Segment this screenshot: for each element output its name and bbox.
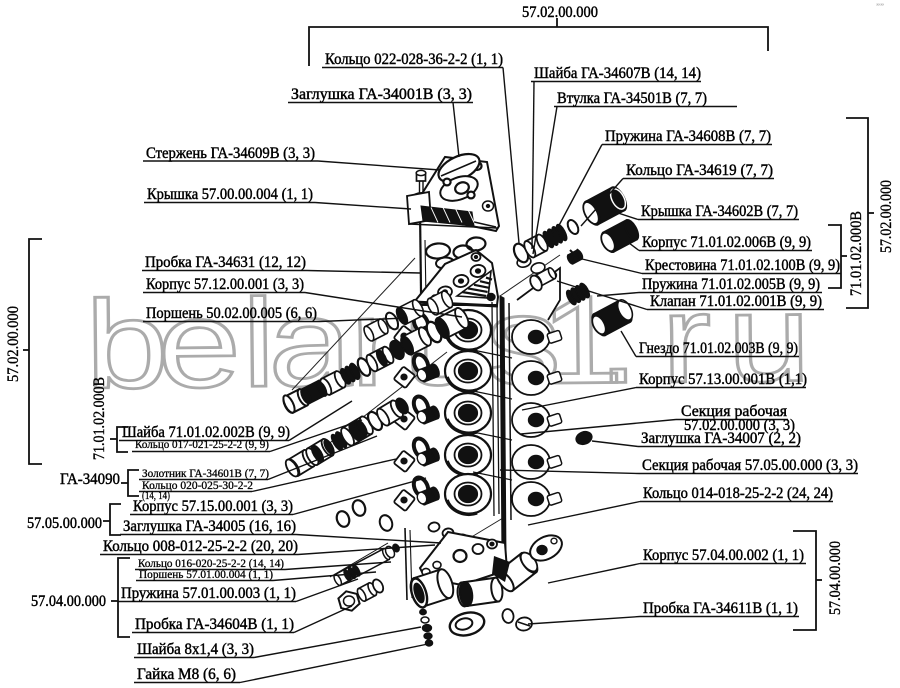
svg-text:Пружина ГА-34608В (7, 7): Пружина ГА-34608В (7, 7)	[605, 128, 771, 145]
svg-text:71.01.02.000В: 71.01.02.000В	[848, 211, 865, 296]
svg-text:Гнездо 71.01.02.003В (9, 9): Гнездо 71.01.02.003В (9, 9)	[639, 340, 798, 357]
svg-text:57.02.00.000: 57.02.00.000	[878, 180, 895, 253]
svg-text:Кольцо 020-025-30-2-2: Кольцо 020-025-30-2-2	[142, 480, 253, 492]
svg-text:Заглушка ГА-34001В (3, 3): Заглушка ГА-34001В (3, 3)	[291, 86, 472, 103]
svg-text:Корпус 57.04.00.002 (1, 1): Корпус 57.04.00.002 (1, 1)	[643, 547, 804, 564]
svg-text:Пробка ГА-34604В (1, 1): Пробка ГА-34604В (1, 1)	[135, 616, 294, 633]
svg-text:Заглушка ГА-34007 (2, 2): Заглушка ГА-34007 (2, 2)	[641, 430, 801, 447]
svg-text:Кольцо 017-021-25-2-2 (9, 9): Кольцо 017-021-25-2-2 (9, 9)	[135, 439, 269, 451]
svg-text:Золотник ГА-34601В (7, 7): Золотник ГА-34601В (7, 7)	[142, 468, 269, 480]
svg-text:57.04.00.000: 57.04.00.000	[827, 541, 844, 615]
svg-text:Кольцо 014-018-25-2-2 (24, 24): Кольцо 014-018-25-2-2 (24, 24)	[643, 485, 833, 502]
svg-text:Крестовина 71.01.02.100В (9, 9: Крестовина 71.01.02.100В (9, 9)	[645, 257, 840, 274]
svg-text:Крышка 57.00.00.004 (1, 1): Крышка 57.00.00.004 (1, 1)	[147, 186, 313, 203]
svg-text:Клапан 71.01.02.001В (9, 9): Клапан 71.01.02.001В (9, 9)	[650, 293, 822, 310]
svg-text:Шайба 71.01.02.002В (9, 9): Шайба 71.01.02.002В (9, 9)	[122, 424, 290, 441]
svg-text:Стержень ГА-34609В (3, 3): Стержень ГА-34609В (3, 3)	[146, 145, 315, 162]
svg-text:Поршень 57.01.00.004 (1, 1): Поршень 57.01.00.004 (1, 1)	[139, 569, 273, 581]
svg-text:Кольцо 016-020-25-2-2 (14, 14): Кольцо 016-020-25-2-2 (14, 14)	[138, 558, 284, 570]
svg-text:Заглушка ГА-34005 (16, 16): Заглушка ГА-34005 (16, 16)	[123, 518, 296, 535]
svg-text:57.02.00.000: 57.02.00.000	[522, 4, 598, 21]
svg-text:Секция рабочая 57.05.00.000 (3: Секция рабочая 57.05.00.000 (3, 3)	[642, 457, 858, 474]
svg-text:57.05.00.000: 57.05.00.000	[27, 515, 102, 532]
svg-text:57.02.00.000: 57.02.00.000	[5, 306, 22, 382]
svg-text:Пробка ГА-34611В (1, 1): Пробка ГА-34611В (1, 1)	[643, 600, 798, 617]
svg-text:Корпус 71.01.02.006В (9, 9): Корпус 71.01.02.006В (9, 9)	[642, 234, 811, 251]
svg-text:Шайба 8х1,4 (3, 3): Шайба 8х1,4 (3, 3)	[137, 641, 254, 658]
svg-text:Кольцо ГА-34619 (7, 7): Кольцо ГА-34619 (7, 7)	[626, 162, 773, 179]
svg-text:Секция рабочая: Секция рабочая	[681, 403, 787, 420]
svg-text:57.02.00.000 (3, 3): 57.02.00.000 (3, 3)	[684, 417, 795, 434]
svg-text:Корпус 57.12.00.001 (3, 3): Корпус 57.12.00.001 (3, 3)	[146, 276, 304, 293]
svg-text:Кольцо 008-012-25-2-2 (20, 20): Кольцо 008-012-25-2-2 (20, 20)	[103, 538, 298, 555]
svg-text:Пружина 57.01.00.003 (1, 1): Пружина 57.01.00.003 (1, 1)	[121, 585, 296, 602]
svg-text:(14, 14): (14, 14)	[142, 490, 170, 502]
svg-text:Пробка ГА-34631 (12, 12): Пробка ГА-34631 (12, 12)	[145, 254, 306, 271]
svg-text:Крышка ГА-34602В (7, 7): Крышка ГА-34602В (7, 7)	[641, 203, 798, 220]
svg-text:””: ””	[876, 2, 884, 12]
svg-text:57.04.00.000: 57.04.00.000	[31, 593, 106, 610]
svg-text:Гайка М8 (6, 6): Гайка М8 (6, 6)	[137, 666, 236, 683]
svg-text:71.01.02.000В: 71.01.02.000В	[91, 377, 108, 460]
svg-text:Кольцо 022-028-36-2-2 (1, 1): Кольцо 022-028-36-2-2 (1, 1)	[325, 51, 503, 68]
svg-text:Корпус 57.15.00.001 (3, 3): Корпус 57.15.00.001 (3, 3)	[133, 498, 293, 515]
svg-text:Поршень 50.02.00.005 (6, 6): Поршень 50.02.00.005 (6, 6)	[146, 305, 317, 322]
svg-text:Втулка ГА-34501В (7, 7): Втулка ГА-34501В (7, 7)	[557, 90, 707, 107]
svg-text:Пружина 71.01.02.005В (9, 9): Пружина 71.01.02.005В (9, 9)	[642, 276, 820, 293]
svg-text:Корпус 57.13.00.001В (1,1): Корпус 57.13.00.001В (1,1)	[639, 371, 807, 388]
svg-text:ГА-34090: ГА-34090	[60, 471, 120, 488]
svg-text:Шайба ГА-34607В (14, 14): Шайба ГА-34607В (14, 14)	[534, 65, 701, 82]
